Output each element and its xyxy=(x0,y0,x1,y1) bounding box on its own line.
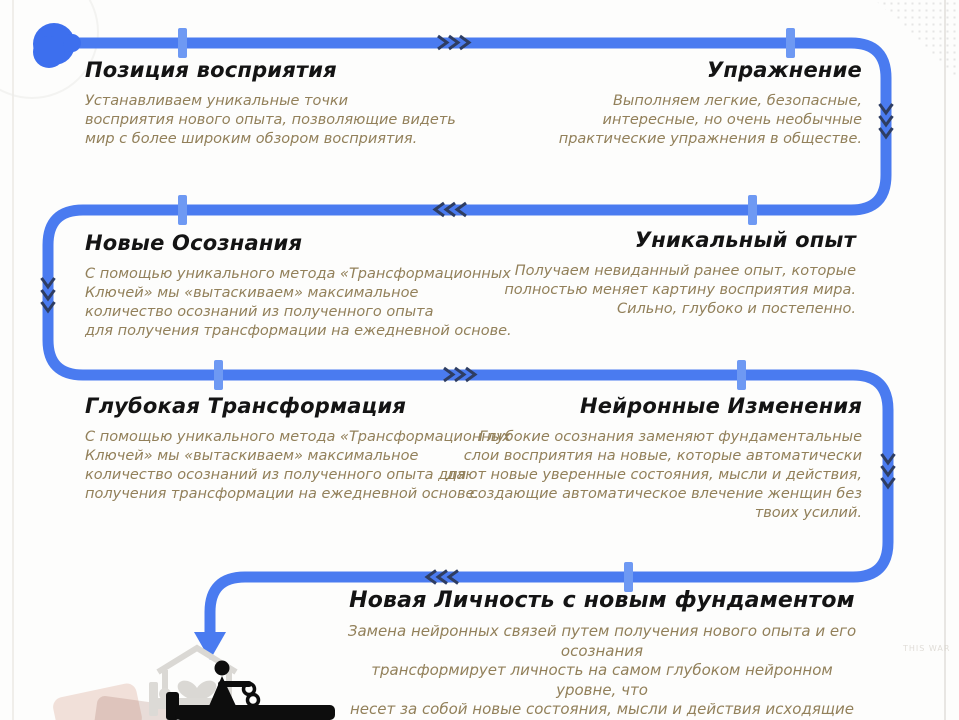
down-chevrons-icon xyxy=(878,103,894,140)
step-title: Позиция восприятия xyxy=(85,58,337,82)
step-title: Новая Личность с новым фундаментом xyxy=(349,588,855,613)
step-description: Устанавливаем уникальные точки восприяти… xyxy=(85,93,456,147)
step-title: Нейронные Изменения xyxy=(580,394,862,418)
step-3-new-awareness: Новые Осознания С помощью уникального ме… xyxy=(85,231,545,341)
step-5-deep-transformation: Глубокая Трансформация С помощью уникаль… xyxy=(85,394,545,504)
forward-chevrons-icon xyxy=(437,34,472,51)
step-title: Глубокая Трансформация xyxy=(85,394,407,418)
step-description: С помощью уникального метода «Трансформа… xyxy=(85,266,512,339)
page-right-edge xyxy=(944,0,946,720)
step-7-new-personality: Новая Личность с новым фундаментом Замен… xyxy=(341,588,863,720)
step-title: Новые Осознания xyxy=(85,231,303,255)
step-description: Замена нейронных связей путем получения … xyxy=(347,622,857,720)
down-arrow-icon xyxy=(194,632,226,660)
down-chevrons-icon xyxy=(880,453,896,490)
step-title: Упражнение xyxy=(706,58,862,82)
step-description: С помощью уникального метода «Трансформа… xyxy=(85,429,511,502)
figure-handcuffs-bed-illustration xyxy=(149,644,335,720)
start-blob-icon xyxy=(33,23,81,68)
handcuffs-icon xyxy=(241,681,261,708)
backward-chevrons-icon xyxy=(424,569,459,585)
background-watermark-text: THIS WAR xyxy=(903,644,951,653)
page-left-edge xyxy=(12,0,14,720)
forward-chevrons-icon xyxy=(443,366,478,383)
down-chevrons-icon xyxy=(40,277,56,314)
step-description: Глубокие осознания заменяют фундаменталь… xyxy=(446,429,862,521)
step-description: Выполняем легкие, безопасные, интересные… xyxy=(558,93,862,147)
step-title: Уникальный опыт xyxy=(634,228,856,252)
flow-tick-marks xyxy=(178,28,795,592)
bench-icon xyxy=(166,692,335,720)
step-4-unique-experience: Уникальный опыт Получаем невиданный ране… xyxy=(436,228,856,319)
bed-icon xyxy=(149,682,215,716)
step-description: Получаем невиданный ранее опыт, которые … xyxy=(504,263,856,317)
step-1-perception-position: Позиция восприятия Устанавливаем уникаль… xyxy=(85,58,505,149)
flow-line xyxy=(42,37,894,634)
step-6-neural-changes: Нейронные Изменения Глубокие осознания з… xyxy=(432,394,862,523)
step-2-exercise: Упражнение Выполняем легкие, безопасные,… xyxy=(462,58,862,149)
backward-chevrons-icon xyxy=(432,201,467,218)
